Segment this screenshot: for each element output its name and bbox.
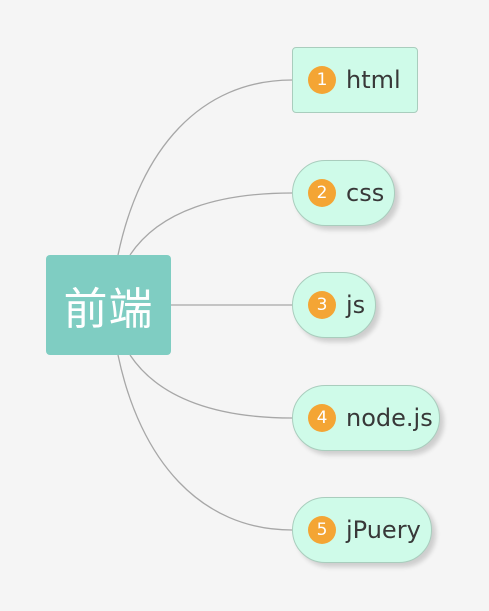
connector-html [117,79,293,256]
number-badge-4: 4 [308,404,336,432]
connector-jpuery [117,354,293,531]
branch-label-jpuery: jPuery [346,516,421,544]
root-topic-node[interactable]: 前端 [46,255,171,355]
branch-label-html: html [346,66,401,94]
branch-node-nodejs[interactable]: 4 node.js [292,385,440,451]
connector-nodejs [129,354,293,419]
number-badge-3: 3 [308,291,336,319]
branch-label-css: css [346,179,385,207]
number-badge-1: 1 [308,66,336,94]
branch-label-js: js [346,291,366,319]
branch-node-js[interactable]: 3 js [292,272,376,338]
number-badge-5: 5 [308,516,336,544]
branch-node-css[interactable]: 2 css [292,160,395,226]
root-topic-label: 前端 [63,284,154,335]
connector-css [129,192,293,256]
branch-node-html[interactable]: 1 html [292,47,418,113]
number-badge-2: 2 [308,179,336,207]
branch-node-jpuery[interactable]: 5 jPuery [292,497,432,563]
branch-label-nodejs: node.js [346,404,433,432]
